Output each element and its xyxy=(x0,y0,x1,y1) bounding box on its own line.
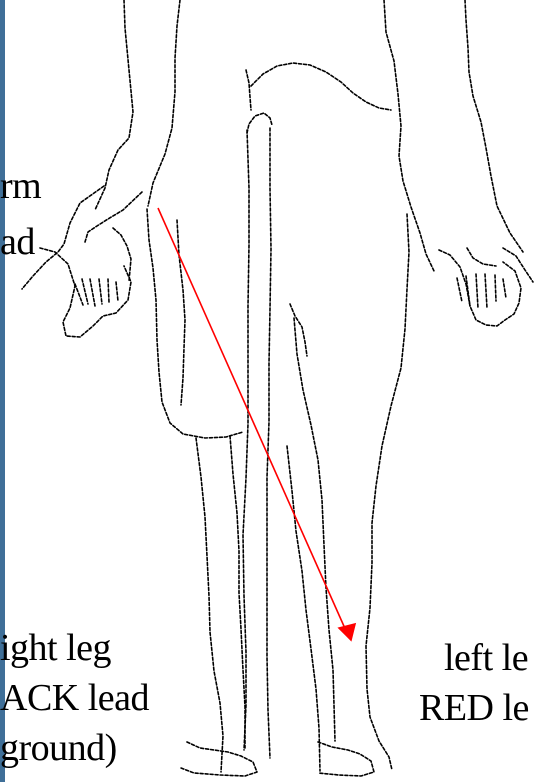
left-wrist xyxy=(113,228,131,281)
center-pole-top xyxy=(246,70,251,110)
left-arm-inner xyxy=(85,192,142,242)
left-leg-outline xyxy=(196,438,223,772)
right-arm-lead-fragment: ad xyxy=(0,220,35,264)
black-lead-label: ACK lead xyxy=(0,676,149,720)
left-leg-label: left le xyxy=(444,636,528,680)
red-lead-label: RED le xyxy=(419,686,529,730)
right-arm-label-fragment: rm xyxy=(0,164,41,208)
right-leg-outer xyxy=(287,446,320,771)
right-leg-label: ight leg xyxy=(0,626,111,670)
right-leg-knee xyxy=(290,304,307,356)
left-leg-inner xyxy=(230,436,245,748)
center-pole-left xyxy=(243,130,249,750)
center-pole-cap xyxy=(247,113,272,133)
left-torso-outline xyxy=(95,0,133,210)
ground-label: ground) xyxy=(0,726,117,770)
right-hand-outline xyxy=(439,250,521,326)
center-left-inner xyxy=(177,220,185,405)
right-foot xyxy=(318,742,374,776)
center-pole-right xyxy=(267,128,271,758)
shoulder-curve xyxy=(251,63,391,110)
right-hand-cuff xyxy=(467,248,496,266)
left-inner-torso xyxy=(148,0,180,206)
center-left-side xyxy=(147,209,243,438)
right-side-outline xyxy=(366,214,409,770)
right-torso-outline xyxy=(384,0,434,271)
left-hand-fingers xyxy=(75,279,118,306)
right-inner-torso xyxy=(465,0,523,252)
